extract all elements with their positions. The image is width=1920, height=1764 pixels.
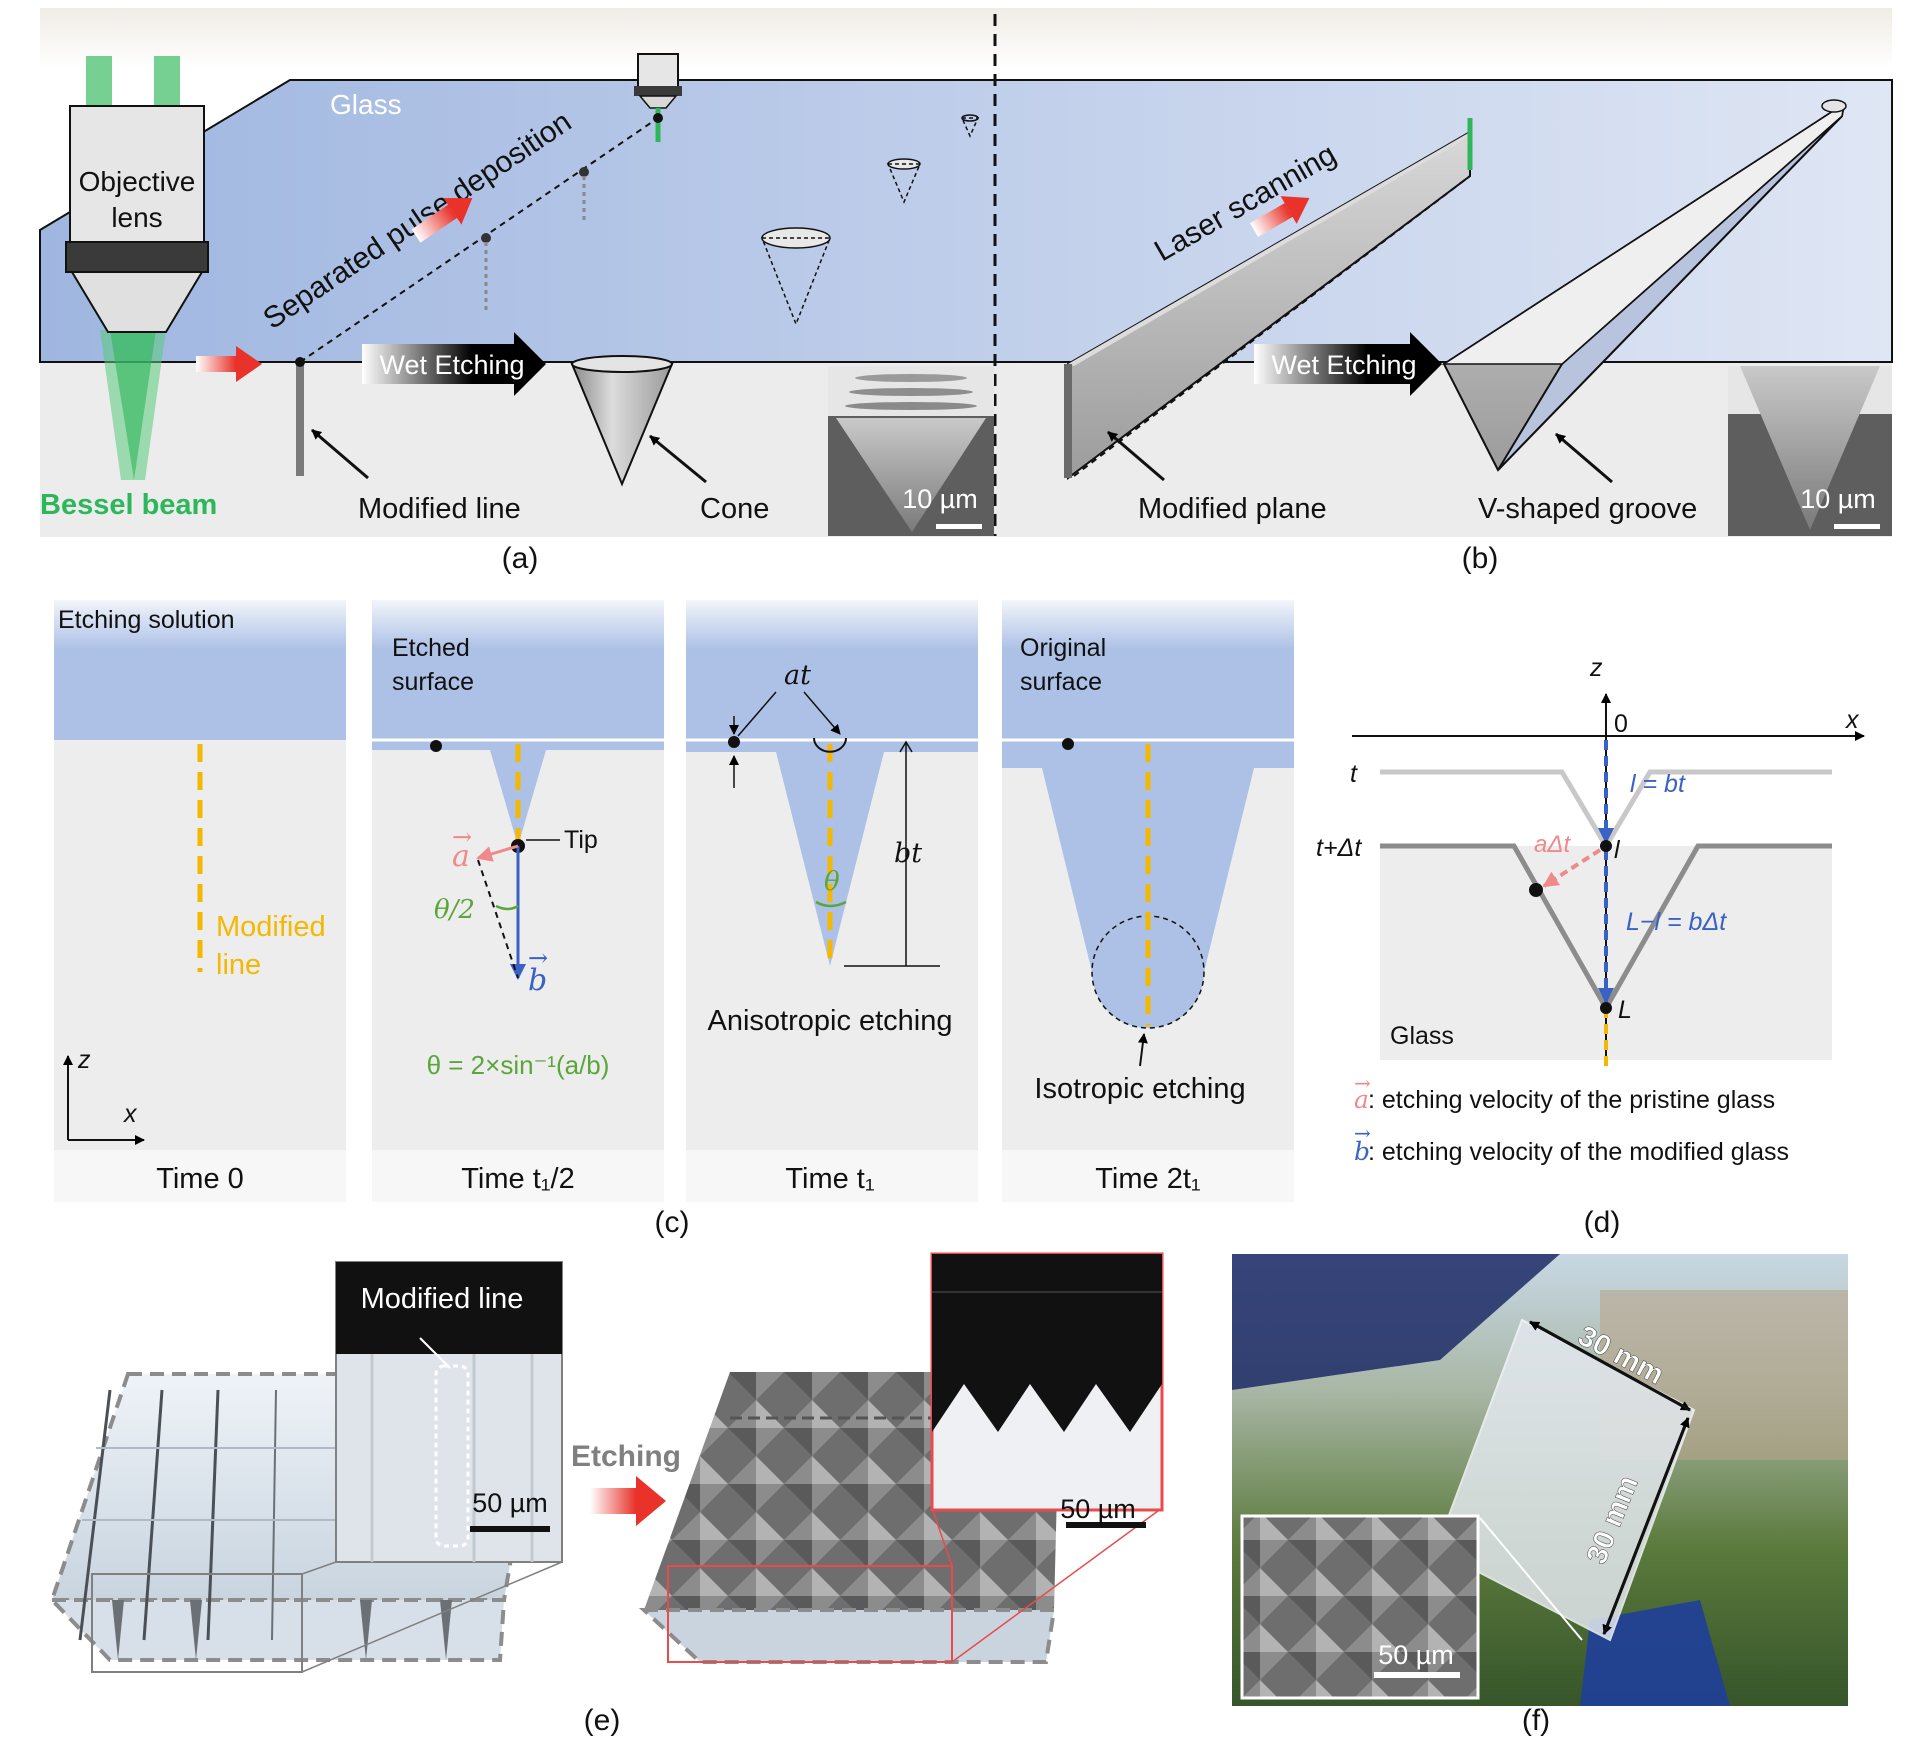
svg-text:Wet Etching: Wet Etching (379, 350, 524, 380)
glass-label: Glass (330, 89, 402, 120)
modified-line-label: Modified line (358, 493, 521, 525)
axis-z-c: z (77, 1046, 91, 1074)
l-bt-label: l = bt (1630, 770, 1686, 798)
vec-b-label: b (528, 963, 547, 998)
time-half-label: Time t₁/2 (461, 1163, 574, 1195)
original-surface-label-1: Original (1020, 634, 1106, 662)
top-backdrop (40, 8, 1892, 68)
modified-line-bar (296, 364, 304, 476)
axis-z-d: z (1589, 654, 1603, 682)
vec-a-label: a (452, 839, 470, 874)
theta-formula: θ = 2×sin⁻¹(a/b) (427, 1050, 610, 1080)
anisotropic-label: Anisotropic etching (707, 1005, 952, 1037)
sem-inset-a: 10 µm (828, 366, 994, 536)
l-label: l (1614, 836, 1621, 864)
sem-inset-f: 50 µm (1240, 1514, 1480, 1700)
objective-lens: Objective lens (65, 105, 209, 333)
panel-c-time-t1: at bt θ Anisotropic etching Time t₁ (686, 600, 978, 1202)
modified-line-label-c2: line (216, 949, 261, 981)
bessel-beam-label: Bessel beam (40, 489, 217, 521)
panel-c-time-half: Etched surface Tip a → b → θ/2 θ = 2×sin… (372, 600, 664, 1202)
panel-d-label: (d) (1584, 1206, 1621, 1239)
etching-solution-label: Etching solution (58, 606, 235, 634)
pyramid-inset: 50 µm (930, 1252, 1164, 1528)
modified-plane-label: Modified plane (1138, 493, 1327, 525)
glass-slab (39, 79, 1893, 363)
panel-e: Modified line 50 µm Etching 50 µm (e) (47, 1252, 1164, 1737)
panel-f: 30 mm 30 mm 50 µm (f) (1232, 1254, 1848, 1737)
etched-surface-label-2: surface (392, 668, 474, 696)
half-angle-label: θ/2 (434, 895, 475, 925)
cone-label: Cone (700, 493, 769, 525)
svg-text:10 µm: 10 µm (1800, 484, 1876, 514)
beam-in-left (86, 56, 112, 106)
etched-cone (570, 355, 674, 487)
panel-f-label: (f) (1522, 1704, 1550, 1737)
svg-text:50 µm: 50 µm (1060, 1494, 1136, 1524)
isotropic-label: Isotropic etching (1034, 1073, 1245, 1105)
svg-text:Modified line: Modified line (361, 1283, 524, 1315)
at-label: at (784, 660, 811, 691)
v-groove-shape (1441, 99, 1847, 472)
panel-c: Etching solution Modified line z x Time … (54, 600, 1294, 1239)
v-groove-label: V-shaped groove (1478, 493, 1697, 525)
red-arrow-scanning (1250, 196, 1310, 237)
panel-c-label: (c) (655, 1206, 690, 1239)
tip-label: Tip (564, 826, 598, 854)
origin-label: 0 (1614, 710, 1628, 738)
svg-text:→: → (452, 823, 472, 851)
legend-a-text: : etching velocity of the pristine glass (1368, 1086, 1775, 1114)
etching-arrow-e: Etching (571, 1440, 681, 1526)
bt-label: bt (894, 838, 922, 869)
panel-c-time-2t1: Original surface Isotropic etching Time … (1002, 600, 1294, 1202)
original-surface-label-2: surface (1020, 668, 1102, 696)
svg-text:Wet Etching: Wet Etching (1271, 350, 1416, 380)
cones-in-glass (760, 114, 980, 327)
t-label: t (1350, 760, 1358, 788)
wet-etching-arrow-b: Wet Etching (1254, 332, 1442, 396)
axis-x-d: x (1845, 706, 1860, 734)
time-t1-label: Time t₁ (785, 1163, 874, 1195)
modified-line-inset: Modified line 50 µm (335, 1261, 563, 1563)
sem-inset-b: 10 µm (1728, 366, 1892, 536)
svg-text:50 µm: 50 µm (1378, 1640, 1454, 1670)
beam-in-right (154, 56, 180, 106)
panel-b-label: (b) (1462, 542, 1499, 575)
wet-etching-arrow-a: Wet Etching (362, 332, 546, 396)
theta-label: θ (824, 867, 840, 897)
svg-text:50 µm: 50 µm (472, 1488, 548, 1518)
panel-d: z x 0 t t+Δt l = bt aΔt l L−l = bΔt L Gl… (1316, 654, 1865, 1239)
svg-text:Etching: Etching (571, 1440, 681, 1473)
legend-b-text: : etching velocity of the modified glass (1368, 1138, 1789, 1166)
time-2t1-label: Time 2t₁ (1095, 1163, 1201, 1195)
objective-label-2: lens (111, 202, 162, 233)
modified-plane-shape (1064, 118, 1474, 481)
panel-c-time0: Etching solution Modified line z x Time … (54, 600, 346, 1202)
svg-text:→: → (1354, 1071, 1371, 1095)
L-l-label: L−l = bΔt (1626, 908, 1727, 936)
axis-x-c: x (123, 1100, 138, 1128)
glass-label-d: Glass (1390, 1022, 1454, 1050)
time0-label: Time 0 (156, 1163, 244, 1195)
t-dt-label: t+Δt (1316, 834, 1362, 862)
modified-line-label-c1: Modified (216, 911, 326, 943)
bessel-beam-core (110, 330, 156, 480)
red-arrow-deposition (411, 197, 473, 243)
legend-b-symbol: b (1354, 1137, 1370, 1166)
svg-text:10 µm: 10 µm (902, 484, 978, 514)
panel-a-label: (a) (502, 542, 539, 575)
legend-a-symbol: a (1354, 1085, 1369, 1114)
a-dt-label: aΔt (1534, 831, 1571, 858)
svg-text:→: → (528, 944, 548, 972)
L-label: L (1618, 996, 1632, 1024)
svg-text:→: → (1354, 1121, 1371, 1145)
etched-surface-label-1: Etched (392, 634, 470, 662)
objective-label-1: Objective (79, 166, 196, 197)
red-arrow-a (196, 346, 262, 382)
small-objective (634, 53, 682, 142)
panel-e-label: (e) (584, 1704, 621, 1737)
